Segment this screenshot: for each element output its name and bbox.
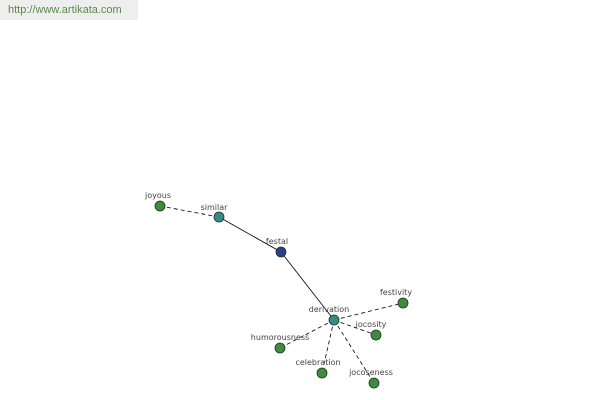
edge-derivation-celebration: [321, 319, 335, 374]
edge-derivation-jocosity: [333, 319, 377, 336]
node-label-festivity[interactable]: festivity: [380, 288, 412, 297]
nodes-layer: festal similar derivation joyous festivity jo…: [144, 191, 412, 389]
node-label-celebration[interactable]: celebration: [295, 358, 340, 367]
node-derivation[interactable]: derivation: [309, 305, 349, 326]
node-circle-celebration[interactable]: [316, 367, 328, 379]
node-label-similar[interactable]: similar: [201, 203, 229, 212]
node-label-jocoseness[interactable]: jocoseness: [348, 368, 393, 377]
node-similar[interactable]: similar: [201, 203, 229, 223]
node-label-derivation[interactable]: derivation: [309, 305, 349, 314]
site-url-watermark: http://www.artikata.com: [0, 0, 138, 20]
node-circle-jocoseness[interactable]: [368, 377, 380, 389]
edge-derivation-humorousness: [279, 319, 335, 349]
edge-derivation-jocoseness: [333, 319, 375, 384]
node-festivity[interactable]: festivity: [380, 288, 412, 309]
node-label-festal[interactable]: festal: [266, 237, 288, 246]
node-label-jocosity[interactable]: jocosity: [355, 320, 387, 329]
node-label-joyous[interactable]: joyous: [144, 191, 171, 200]
node-circle-festal[interactable]: [275, 246, 287, 258]
edge-festal-similar: [218, 216, 282, 253]
node-jocoseness[interactable]: jocoseness: [348, 368, 393, 389]
node-circle-festivity[interactable]: [397, 297, 409, 309]
node-circle-similar[interactable]: [213, 211, 225, 223]
node-celebration[interactable]: celebration: [295, 358, 341, 379]
node-festal[interactable]: festal: [266, 237, 288, 258]
node-humorousness[interactable]: humorousness: [251, 333, 309, 354]
node-label-humorousness[interactable]: humorousness: [251, 333, 309, 342]
node-circle-derivation[interactable]: [328, 314, 340, 326]
node-circle-jocosity[interactable]: [370, 329, 382, 341]
edge-festal-derivation: [280, 251, 335, 321]
edges-layer: [159, 205, 404, 384]
edge-derivation-festivity: [333, 302, 404, 321]
node-circle-joyous[interactable]: [154, 200, 166, 212]
edge-similar-joyous: [159, 205, 220, 218]
node-joyous[interactable]: joyous: [144, 191, 171, 212]
node-jocosity[interactable]: jocosity: [355, 320, 387, 341]
node-circle-humorousness[interactable]: [274, 342, 286, 354]
